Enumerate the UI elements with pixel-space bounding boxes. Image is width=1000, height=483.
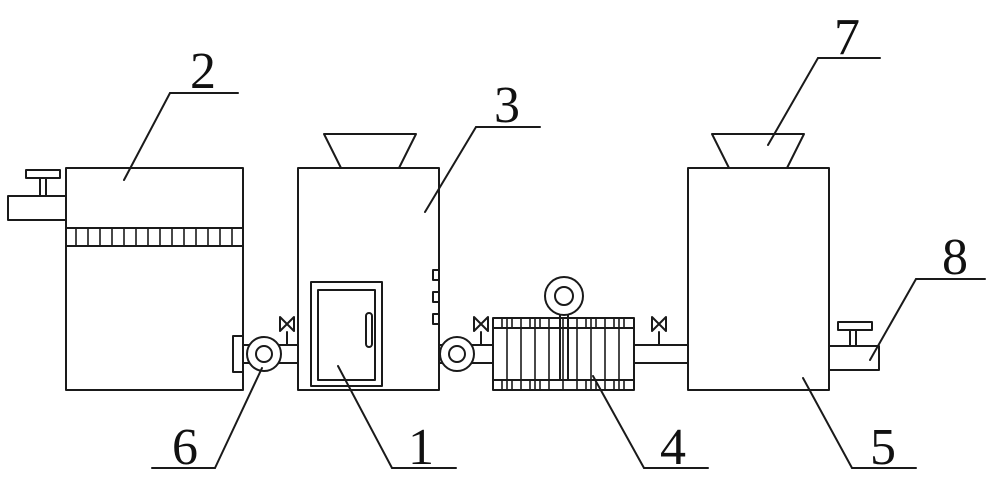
valve-2 bbox=[473, 316, 489, 346]
valve-1 bbox=[279, 316, 295, 346]
pipe-to-tank-5 bbox=[633, 344, 689, 364]
label-8: 8 bbox=[942, 229, 968, 286]
label-4: 4 bbox=[660, 419, 686, 476]
leader-lines bbox=[123, 57, 986, 469]
label-5: 5 bbox=[870, 419, 896, 476]
tank-2-grille bbox=[75, 228, 233, 246]
filter-press-4 bbox=[492, 276, 635, 391]
door-1 bbox=[310, 281, 383, 387]
tank-5 bbox=[687, 133, 880, 391]
label-2: 2 bbox=[190, 43, 216, 100]
label-3: 3 bbox=[494, 77, 520, 134]
pump-6 bbox=[242, 336, 299, 372]
valve-3 bbox=[651, 316, 667, 346]
pump-2 bbox=[438, 336, 494, 372]
filter-plates bbox=[501, 317, 625, 391]
tank-2 bbox=[7, 167, 244, 391]
label-7: 7 bbox=[834, 9, 860, 66]
tank-3 bbox=[297, 133, 440, 391]
label-1: 1 bbox=[408, 419, 434, 476]
label-6: 6 bbox=[172, 419, 198, 476]
